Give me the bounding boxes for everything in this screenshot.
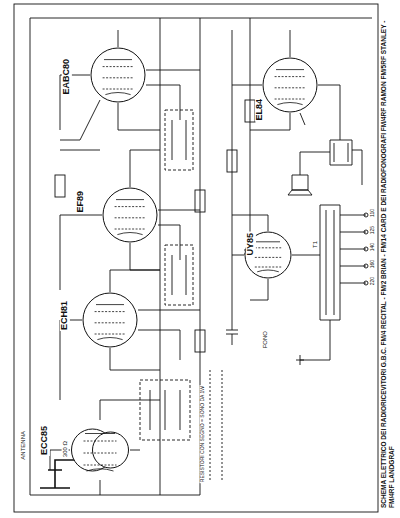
wire — [60, 30, 200, 140]
wire — [296, 320, 330, 365]
vacuum-tube: EABC80 — [90, 47, 146, 103]
output-transformer — [300, 140, 362, 185]
voltage-tap-label: 220 — [370, 276, 376, 286]
if-transformer — [165, 245, 193, 305]
voltage-tap — [340, 215, 366, 283]
part-name: T1 — [312, 240, 319, 249]
voltage-tap-label: 110 — [370, 208, 376, 218]
antenna-label: ANTENNA — [20, 430, 27, 461]
vacuum-tube: ECC85 — [70, 420, 130, 480]
if-transformer — [165, 110, 193, 170]
title: SCHEMA ELETTRICO DEI RADIORICEVITORI G.B… — [380, 10, 398, 508]
wire — [60, 150, 200, 290]
tube-envelope — [90, 47, 146, 103]
vacuum-tube: ECH81 — [82, 292, 138, 348]
tube-type: EF89 — [76, 190, 86, 214]
supply-rail — [160, 18, 250, 495]
tube-type: UY85 — [246, 232, 256, 257]
impedance: 300 Ω — [62, 440, 69, 458]
tube-envelope — [102, 187, 158, 243]
coil — [172, 120, 186, 295]
resistor — [245, 100, 255, 122]
wire — [50, 400, 160, 495]
terminal — [364, 264, 368, 268]
oscillator-coil — [140, 380, 190, 440]
coil — [150, 390, 180, 430]
terminal — [364, 247, 368, 251]
terminal — [364, 281, 368, 285]
vacuum-tube: EL84 — [262, 57, 318, 113]
wire — [232, 30, 340, 140]
terminal — [364, 230, 368, 234]
resistor — [195, 190, 205, 212]
tube-envelope — [70, 420, 130, 480]
tube-type: EABC80 — [62, 58, 72, 96]
wire — [232, 215, 320, 300]
input-label: FONO — [262, 330, 269, 349]
tube-envelope — [262, 57, 318, 113]
note: RESISTORI CON SEGNO = SONO DA 1W — [200, 385, 206, 483]
tube-envelope — [82, 292, 138, 348]
tube-type: ECH81 — [60, 300, 70, 331]
ground-rail — [30, 18, 372, 495]
wire — [60, 270, 200, 400]
resistor — [227, 150, 237, 172]
resistor — [195, 330, 205, 352]
speaker — [288, 175, 312, 195]
tube-type: ECC85 — [40, 425, 50, 456]
voltage-tap-label: 160 — [370, 259, 376, 269]
voltage-tap-label: 125 — [370, 225, 376, 235]
resistor — [55, 175, 65, 197]
capacitor — [226, 230, 256, 345]
vacuum-tube: EF89 — [102, 187, 158, 243]
terminal — [364, 213, 368, 217]
vacuum-tube: UY85 — [244, 231, 292, 279]
voltage-tap-label: 140 — [370, 242, 376, 252]
band-switch — [210, 370, 222, 480]
mains-transformer — [320, 205, 340, 320]
frame — [14, 4, 378, 512]
tube-type: EL84 — [255, 98, 265, 122]
